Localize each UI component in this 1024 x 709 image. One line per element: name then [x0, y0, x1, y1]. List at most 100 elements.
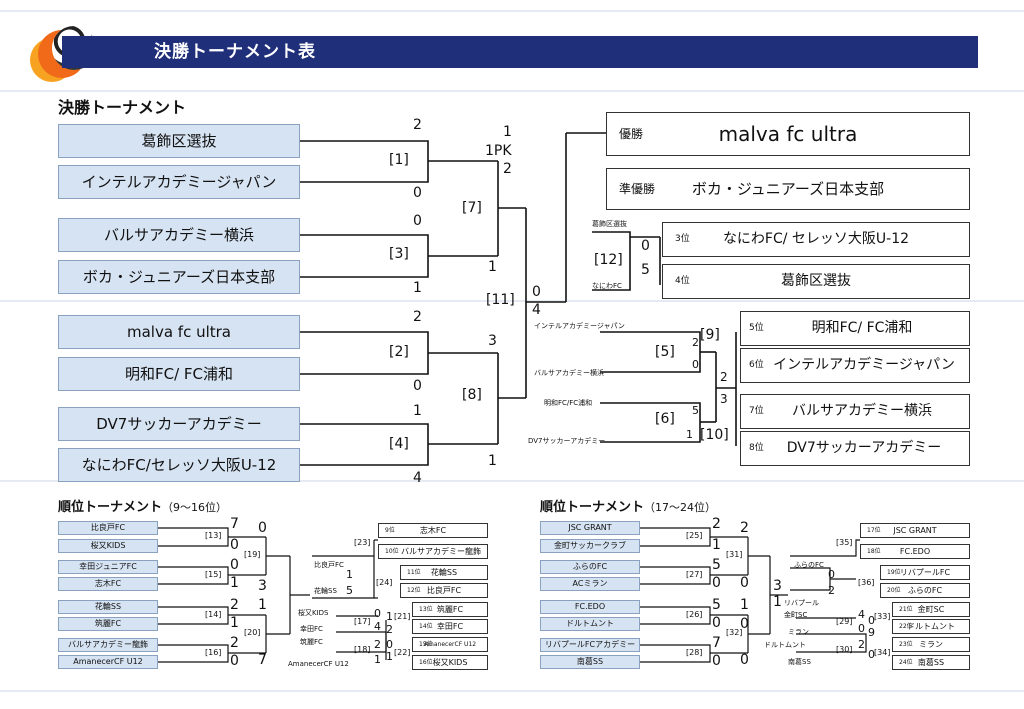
- placement-title-text: 順位トーナメント: [58, 500, 163, 515]
- right-result-22: 22位ドルトムント: [892, 619, 970, 634]
- result-team: なにわFC/ セレッソ大阪U-12: [722, 231, 910, 247]
- result-team: ボカ・ジュニアーズ日本支部: [691, 180, 885, 198]
- match-label-6: [6]: [655, 411, 675, 427]
- result-rank: 9位: [385, 527, 395, 534]
- result-rank: 17位: [867, 527, 881, 534]
- score: 0: [828, 568, 835, 581]
- match-label: [22]: [394, 648, 411, 657]
- result-rank: 15位: [419, 641, 433, 648]
- bracket-label: ミラン: [788, 628, 809, 636]
- result-team: 花輪SS: [430, 568, 458, 577]
- result-team: FC.EDO: [899, 547, 931, 556]
- bracket-label: なにわFC: [592, 282, 622, 290]
- result-rank: 16位: [419, 659, 433, 666]
- result-team: 比良戸FC: [426, 586, 462, 595]
- score: 0: [374, 607, 381, 620]
- score: 1: [413, 280, 422, 296]
- result-rank: 5位: [749, 323, 764, 333]
- left-team-8: AmanecerCF U12: [58, 655, 158, 669]
- score: 4: [858, 608, 865, 621]
- score: 0: [413, 378, 422, 394]
- match-label: [16]: [205, 648, 222, 657]
- score: 1: [488, 259, 497, 275]
- result-rank: 22位: [899, 623, 913, 630]
- score: 1: [258, 597, 267, 613]
- match-label: [19]: [244, 550, 261, 559]
- result-4th: 4位 葛飾区選抜: [662, 264, 970, 299]
- main-team-3: バルサアカデミー横浜: [58, 218, 300, 252]
- match-label: [14]: [205, 610, 222, 619]
- score: 0: [413, 185, 422, 201]
- score: 1: [386, 610, 393, 623]
- score: 2: [230, 635, 239, 651]
- bracket-label: ふらのFC: [794, 561, 824, 569]
- result-team: 桜又KIDS: [432, 658, 468, 667]
- match-label: [25]: [686, 531, 703, 540]
- result-team: 葛飾区選抜: [781, 273, 851, 289]
- result-team: インテルアカデミージャパン: [773, 357, 955, 373]
- score: 0: [641, 238, 650, 254]
- bracket-label: AmanecerCF U12: [288, 660, 349, 668]
- score: 0: [532, 284, 541, 300]
- result-team: ふらのFC: [907, 586, 943, 595]
- result-rank: 12位: [407, 587, 421, 594]
- result-team: 明和FC/ FC浦和: [811, 320, 913, 336]
- left-team-7: バルサアカデミー龍飾: [58, 638, 158, 652]
- match-label: [23]: [354, 538, 371, 547]
- bracket-label: 南葛SS: [788, 658, 811, 666]
- score: 3: [720, 392, 728, 406]
- main-team-2: インテルアカデミージャパン: [58, 165, 300, 199]
- result-3rd: 3位 なにわFC/ セレッソ大阪U-12: [662, 222, 970, 257]
- score: 3: [773, 578, 782, 594]
- main-team-1: 葛飾区選抜: [58, 124, 300, 158]
- score: 2: [712, 516, 721, 532]
- score: 9: [868, 626, 875, 639]
- score: 1: [712, 537, 721, 553]
- score: 2: [413, 117, 422, 133]
- match-label: [24]: [376, 578, 393, 587]
- score: 1: [773, 594, 782, 610]
- result-rank: 18位: [867, 548, 881, 555]
- score: 1: [230, 575, 239, 591]
- left-result-16: 16位桜又KIDS: [412, 655, 488, 670]
- placement-subtitle: （17〜24位）: [644, 501, 717, 514]
- score: 1: [686, 428, 693, 441]
- main-team-4: ボカ・ジュニアーズ日本支部: [58, 260, 300, 294]
- score: 4: [413, 470, 422, 486]
- result-team: 金町SC: [917, 605, 945, 614]
- score: 2: [386, 623, 393, 636]
- right-team-4: ACミラン: [540, 577, 640, 591]
- match-label-2: [2]: [389, 344, 409, 360]
- score: 2: [720, 370, 728, 384]
- score: 2: [828, 584, 835, 597]
- result-rank: 14位: [419, 623, 433, 630]
- score: 0: [230, 557, 239, 573]
- result-team: バルサアカデミー龍飾: [401, 547, 481, 556]
- match-label: [31]: [726, 550, 743, 559]
- right-result-19: 19位リバプールFC: [880, 565, 970, 580]
- bracket-label: 比良戸FC: [314, 561, 344, 569]
- match-label: [18]: [354, 645, 371, 654]
- page-banner: 決勝トーナメント表: [62, 36, 978, 68]
- score: 1: [230, 615, 239, 631]
- right-team-2: 金町サッカークラブ: [540, 539, 640, 553]
- right-result-18: 18位 FC.EDO: [860, 544, 970, 559]
- result-team: 南葛SS: [917, 658, 945, 667]
- match-label: [21]: [394, 612, 411, 621]
- result-rank: 準優勝: [619, 182, 656, 196]
- score: 0: [692, 358, 699, 371]
- result-team: 筑麗FC: [436, 605, 464, 614]
- main-team-7: DV7サッカーアカデミー: [58, 407, 300, 441]
- score: 1: [346, 568, 353, 581]
- bracket-label: 金町SC: [784, 611, 808, 619]
- score: 3: [488, 333, 497, 349]
- score: 0: [712, 653, 721, 669]
- score: 3: [258, 578, 267, 594]
- match-label-5: [5]: [655, 344, 675, 360]
- match-label-9: [9]: [700, 327, 720, 343]
- left-result-11: 11位花輪SS: [400, 565, 488, 580]
- score: 5: [692, 404, 699, 417]
- match-label: [26]: [686, 610, 703, 619]
